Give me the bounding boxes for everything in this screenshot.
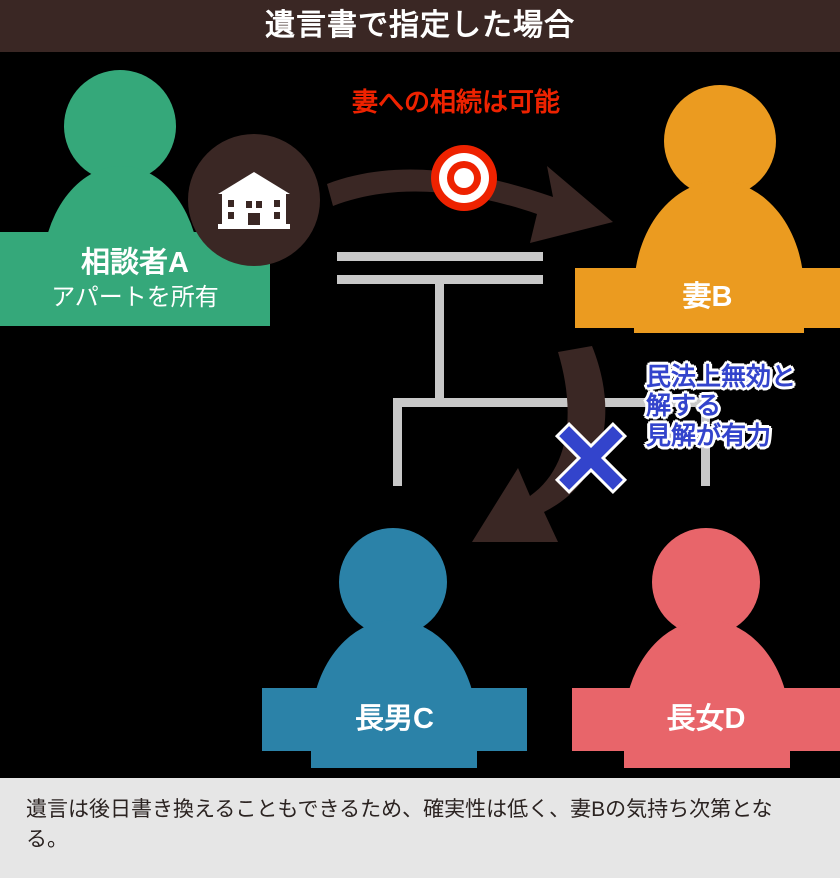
person-c-head: [339, 528, 447, 636]
x-mark: [554, 421, 628, 495]
house-icon: [218, 172, 290, 229]
person-a-subtitle: アパートを所有: [51, 283, 219, 311]
person-b-name: 妻B: [682, 281, 733, 314]
footer-note-text: 遺言は後日書き換えることもできるため、確実性は低く、妻Bの気持ち次第となる。: [26, 798, 773, 852]
person-figure-a: [42, 70, 202, 316]
arrow-a-to-b: [327, 166, 613, 243]
person-d-head: [652, 528, 760, 636]
sibling-connector-line: [393, 398, 710, 407]
child-line-to-d: [701, 398, 710, 486]
person-b-head: [664, 85, 776, 197]
page-title: 遺言書で指定した場合: [265, 9, 575, 42]
marriage-line-upper: [337, 252, 543, 261]
callout-inheritance-possible: 妻への相続は可能: [352, 87, 561, 117]
label-box-person-b: 妻B: [575, 268, 840, 328]
double-circle-mark: [431, 145, 497, 211]
person-figure-b: [620, 85, 820, 333]
property-badge: [188, 134, 320, 266]
callout-invalid-under-civil-law: 民法上無効と 解する 見解が有力: [646, 363, 797, 450]
header-bar: 遺言書で指定した場合: [0, 0, 840, 52]
person-d-name: 長女D: [666, 702, 746, 735]
footer-note: 遺言は後日書き換えることもできるため、確実性は低く、妻Bの気持ち次第となる。: [0, 778, 840, 878]
child-line-to-c: [393, 398, 402, 486]
marriage-descent-line: [435, 282, 444, 404]
label-box-person-c: 長男C: [262, 688, 527, 751]
label-box-person-d: 長女D: [572, 688, 840, 751]
marriage-line-lower: [337, 275, 543, 284]
arrow-b-to-c: [472, 346, 606, 542]
person-a-head: [64, 70, 176, 182]
person-c-name: 長男C: [355, 702, 434, 735]
person-a-name: 相談者A: [81, 247, 189, 280]
